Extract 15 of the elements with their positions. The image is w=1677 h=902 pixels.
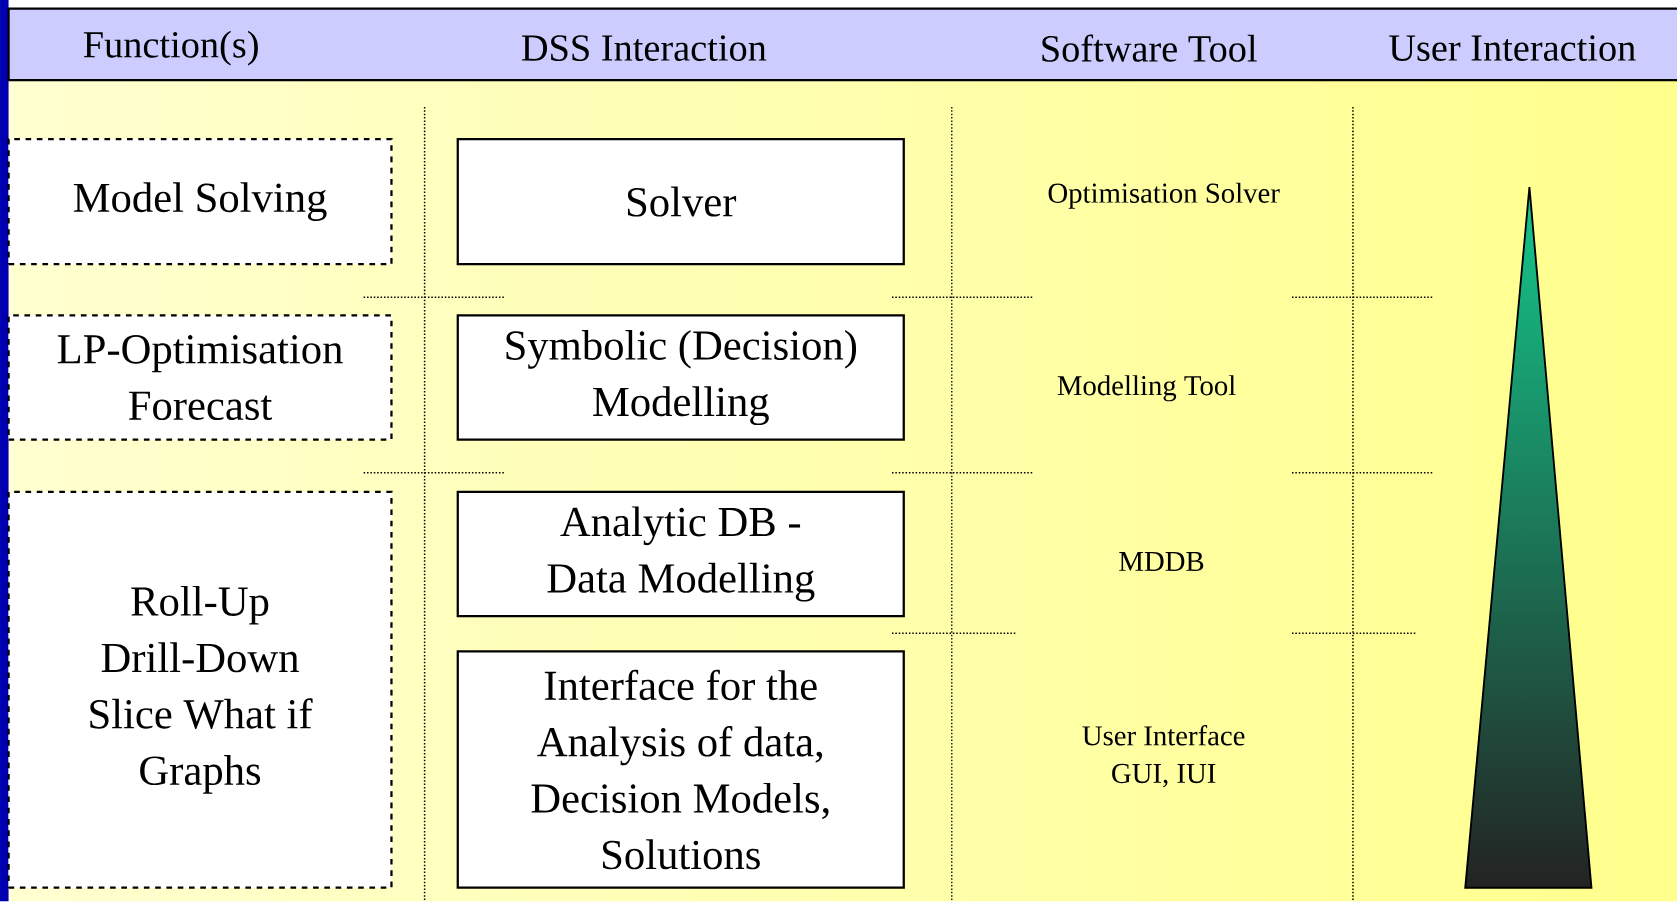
software-tool-label: MDDB — [1119, 552, 1204, 572]
dashed-box: Model Solving — [7, 138, 393, 266]
process-box: Solver — [456, 138, 905, 266]
column-heading: DSS Interaction — [521, 35, 767, 62]
column-heading: Software Tool — [1042, 34, 1257, 62]
software-tool-label: Optimisation Solver — [1048, 182, 1280, 209]
process-box: Symbolic (Decision) Modelling — [456, 314, 905, 441]
process-box: Analytic DB - Data Modelling — [456, 491, 905, 618]
software-tool-label: Modelling Tool — [1057, 375, 1236, 402]
process-box: Interface for the Analysis of data, Decision Models, Solutions — [456, 650, 905, 889]
software-tool-label: User Interface GUI, IUI — [1082, 725, 1245, 788]
dashed-box: Roll-Up Drill-Down Slice What if Graphs — [7, 491, 393, 889]
dashed-box: LP-Optimisation Forecast — [7, 314, 393, 441]
column-heading: User Interaction — [1389, 35, 1636, 62]
column-heading: Function(s) — [83, 30, 258, 66]
